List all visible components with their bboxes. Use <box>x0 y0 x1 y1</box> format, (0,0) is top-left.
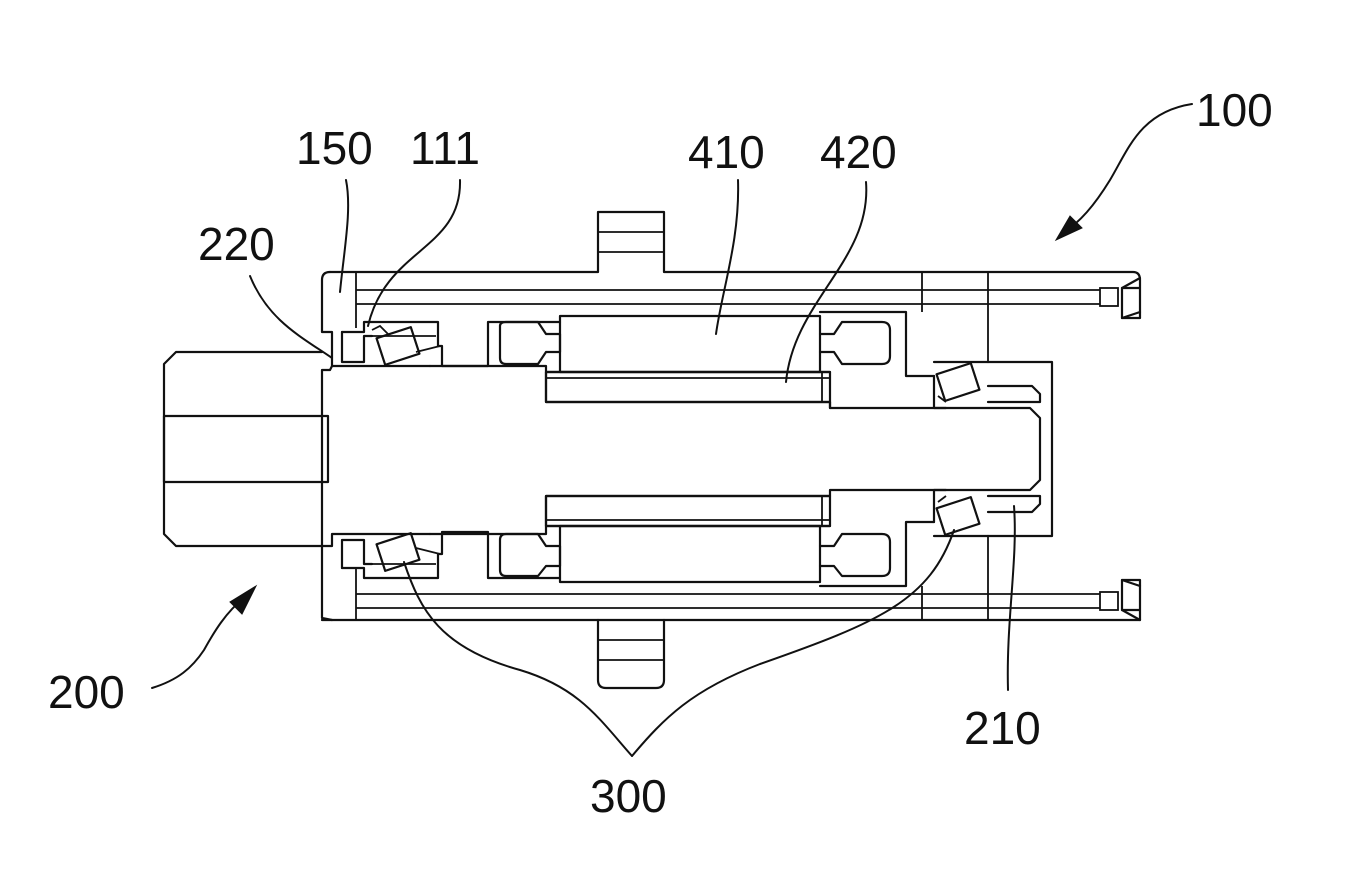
label-200: 200 <box>48 666 125 718</box>
left-bearing-cap <box>322 322 560 578</box>
bearing-right-top <box>937 363 980 401</box>
right-bearing-housing <box>934 362 1052 536</box>
reference-labels: 100 150 111 410 420 220 200 210 300 <box>48 84 1273 822</box>
motor-stator <box>560 316 820 582</box>
label-420: 420 <box>820 126 897 178</box>
label-410: 410 <box>688 126 765 178</box>
label-150: 150 <box>296 122 373 174</box>
shaft <box>164 352 1040 546</box>
bearing-left-bottom <box>377 533 420 571</box>
coil-end-turns <box>500 312 934 586</box>
motor-rotor <box>546 372 830 526</box>
label-210: 210 <box>964 702 1041 754</box>
bearing-right-bottom <box>937 497 980 535</box>
label-100: 100 <box>1196 84 1273 136</box>
housing <box>322 212 1140 688</box>
label-111: 111 <box>410 122 480 174</box>
leader-lines <box>152 104 1192 756</box>
bearing-left-top <box>377 327 420 365</box>
label-220: 220 <box>198 218 275 270</box>
label-300: 300 <box>590 770 667 822</box>
